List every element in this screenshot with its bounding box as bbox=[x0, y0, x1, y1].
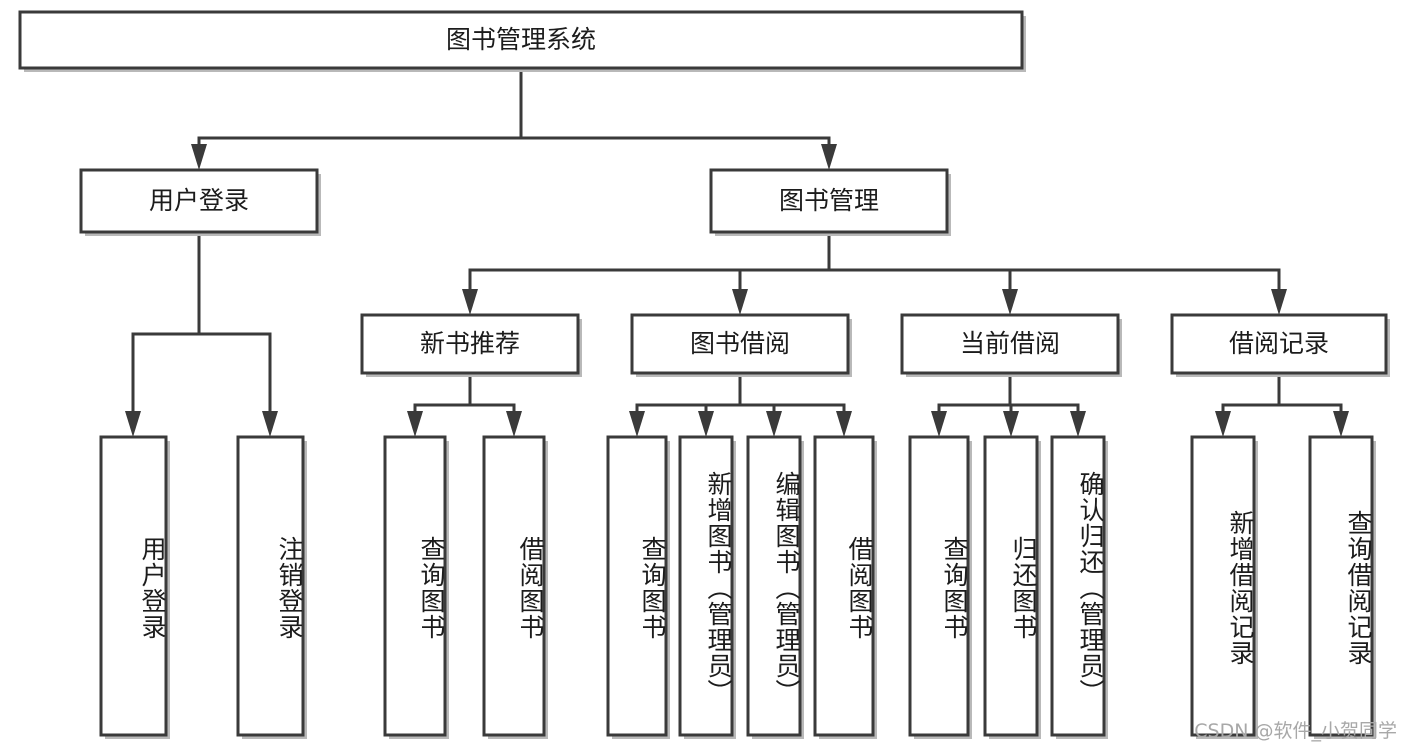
node-leaf-add-record-box[interactable] bbox=[1190, 435, 1256, 737]
node-leaf-query-book-cur-box[interactable] bbox=[908, 435, 970, 737]
node-leaf-return-book-box[interactable] bbox=[983, 435, 1039, 737]
node-current-borrow-label: 当前借阅 bbox=[960, 329, 1060, 358]
node-leaf-logout-box[interactable] bbox=[236, 435, 305, 737]
arrow-head-icon-current-borrow-1 bbox=[1003, 411, 1019, 437]
connector-layer bbox=[125, 66, 1349, 437]
arrow-head-icon-ul-0 bbox=[125, 411, 141, 437]
node-user-login-label: 用户登录 bbox=[149, 186, 249, 215]
arrow-head-icon-book-borrow-2 bbox=[766, 411, 782, 437]
arrow-head-icon-ul-1 bbox=[262, 411, 278, 437]
arrow-head-icon-current-borrow-2 bbox=[1070, 411, 1086, 437]
watermark-credit: CSDN @软件_小贺同学 bbox=[1194, 720, 1397, 742]
node-new-book-rec-label: 新书推荐 bbox=[420, 329, 520, 358]
node-book-borrow-box[interactable] bbox=[630, 313, 850, 375]
arrow-head-icon-borrow-record-0 bbox=[1215, 411, 1231, 437]
node-borrow-record-label: 借阅记录 bbox=[1229, 329, 1329, 358]
arrow-head-icon-borrow-record-1 bbox=[1333, 411, 1349, 437]
arrow-head-icon-new-book-rec-0 bbox=[407, 411, 423, 437]
node-user-login-box[interactable] bbox=[79, 168, 319, 234]
arrow-head-icon-bm-3 bbox=[1271, 289, 1287, 315]
node-leaf-query-book-borrow-box[interactable] bbox=[606, 435, 668, 737]
arrow-head-icon-bm-0 bbox=[462, 289, 478, 315]
node-leaf-edit-book-box[interactable] bbox=[746, 435, 802, 737]
node-book-borrow-label: 图书借阅 bbox=[690, 329, 790, 358]
node-leaf-add-book-box[interactable] bbox=[678, 435, 734, 737]
arrow-head-icon-book-borrow-3 bbox=[836, 411, 852, 437]
node-borrow-record-box[interactable] bbox=[1170, 313, 1388, 375]
root-node-label: 图书管理系统 bbox=[446, 25, 596, 54]
arrow-head-icon-book-borrow-0 bbox=[629, 411, 645, 437]
node-leaf-user-login-box[interactable] bbox=[99, 435, 168, 737]
node-new-book-rec-box[interactable] bbox=[360, 313, 580, 375]
root-node-box[interactable] bbox=[18, 10, 1024, 70]
arrow-head-icon-book-borrow-1 bbox=[698, 411, 714, 437]
node-leaf-query-book-rec-box[interactable] bbox=[383, 435, 447, 737]
arrow-head-icon-new-book-rec-1 bbox=[506, 411, 522, 437]
arrow-head-icon-bm-2 bbox=[1002, 289, 1018, 315]
arrow-head-icon-root-0 bbox=[191, 144, 207, 170]
node-leaf-borrow-book-box[interactable] bbox=[813, 435, 875, 737]
node-book-manage-label: 图书管理 bbox=[779, 186, 879, 215]
node-book-manage-box[interactable] bbox=[709, 168, 949, 234]
arrow-head-icon-current-borrow-0 bbox=[931, 411, 947, 437]
arrow-head-icon-bm-1 bbox=[732, 289, 748, 315]
node-box-layer bbox=[18, 10, 1390, 739]
arrow-head-icon-root-1 bbox=[821, 144, 837, 170]
node-leaf-borrow-book-rec-box[interactable] bbox=[482, 435, 546, 737]
node-leaf-confirm-return-box[interactable] bbox=[1050, 435, 1106, 737]
node-leaf-query-record-box[interactable] bbox=[1308, 435, 1374, 737]
node-current-borrow-box[interactable] bbox=[900, 313, 1120, 375]
